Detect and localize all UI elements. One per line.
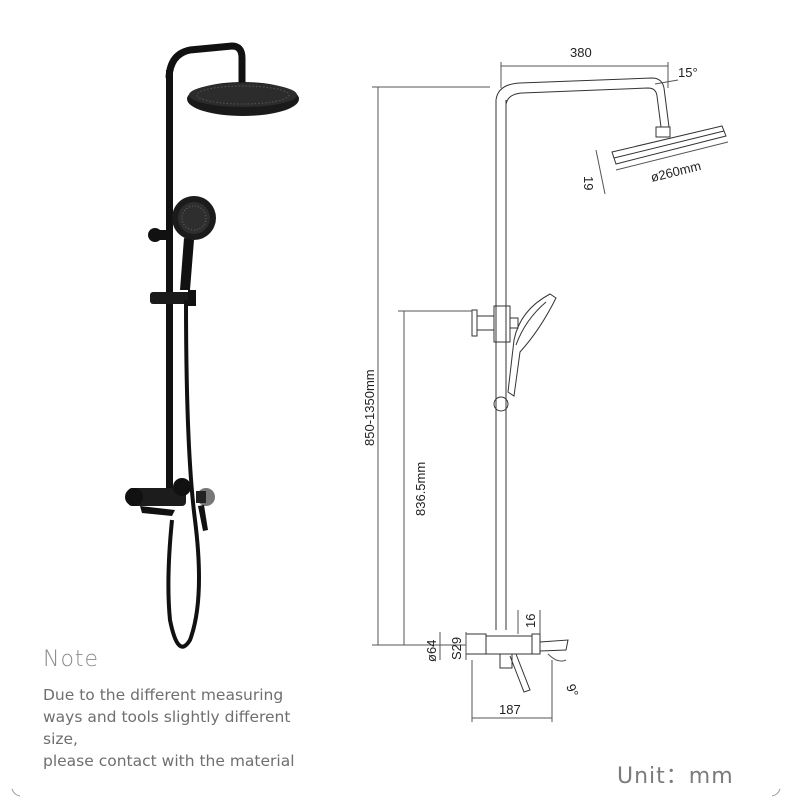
lever-outline: [509, 653, 531, 693]
shower-photo: [125, 42, 299, 649]
note-title: Note: [43, 647, 100, 672]
rain-head-profile: [611, 125, 727, 165]
frame-corner-right: [771, 788, 781, 797]
slide-holder: [150, 292, 194, 304]
mixer-escutcheon: [465, 633, 487, 655]
dim-spout-height: 16: [523, 614, 538, 628]
dim-base-width: 187: [499, 702, 521, 717]
dim-head-diameter: ø260mm: [649, 158, 702, 185]
hand-shower-profile: [507, 293, 557, 397]
overhead-arm: [165, 42, 246, 86]
mixer-cap-outline: [531, 633, 541, 655]
spout-outline: [539, 639, 569, 652]
riser-pipe: [166, 70, 173, 500]
dim-head-thickness: 19: [581, 176, 596, 190]
note-line-4: please contact with the material: [43, 752, 295, 770]
hand-shower-handle: [180, 238, 194, 290]
dim-15-line: [654, 79, 679, 85]
rain-head-face: [189, 83, 297, 107]
frame-corner-left: [11, 788, 21, 797]
hand-shower-nozzles: [181, 205, 207, 231]
head-connector: [655, 126, 671, 138]
dim-total-height: 850-1350mm: [362, 369, 377, 446]
tub-spout: [140, 506, 175, 516]
mixer-handle-neck: [196, 491, 206, 503]
holder-wall-plate: [471, 309, 478, 337]
dim-arm-length: 380: [570, 45, 592, 60]
technical-drawing: [372, 62, 729, 722]
dim-head-thickness-line: [595, 149, 606, 195]
arm-outer: [495, 77, 670, 128]
mixer-body-outline: [485, 635, 533, 655]
slide-holder-knob: [188, 290, 196, 306]
arm-inner: [505, 87, 662, 128]
mixer-body: [128, 488, 186, 506]
dim-connector-dia: ø64: [424, 640, 439, 662]
note-line-3: size,: [43, 730, 78, 748]
mixer-right-escutcheon: [173, 478, 191, 496]
note-line-2: ways and tools slightly different: [43, 708, 291, 726]
slide-ball: [493, 396, 509, 412]
hand-shower-face: [178, 202, 210, 234]
dim-head-angle: 15°: [678, 65, 698, 80]
dim-slide-height: 836.5mm: [413, 462, 428, 516]
mixer-left-escutcheon: [125, 488, 143, 506]
rain-head-nozzles: [196, 85, 290, 105]
dim-spout-angle: 9°: [563, 682, 581, 699]
wall-bracket-arm: [155, 230, 169, 240]
dim-9-arc: [547, 653, 567, 662]
note-body: Due to the different measuring ways and …: [43, 684, 333, 772]
rain-head-mid: [613, 130, 725, 159]
mixer-lever: [198, 505, 208, 531]
holder-clip: [509, 317, 519, 329]
hand-shower-face-line: [515, 301, 547, 346]
dim-head-diameter-line: [615, 141, 729, 171]
note-line-1: Due to the different measuring: [43, 686, 284, 704]
holder-arm: [476, 315, 495, 331]
unit-label: Unit：mm: [617, 764, 734, 789]
shower-hose: [166, 299, 201, 649]
dim-thread-size: S29: [449, 637, 464, 660]
